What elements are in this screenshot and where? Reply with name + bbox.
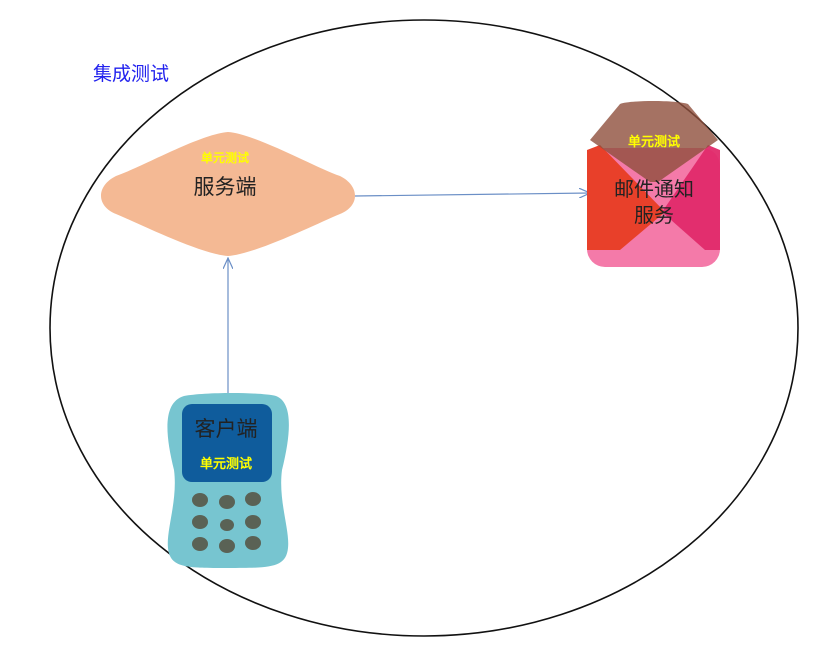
server-label: 服务端 (194, 175, 257, 199)
mail-unit-test-tag: 单元测试 (628, 134, 680, 150)
keypad-key (219, 539, 235, 553)
keypad-key (192, 515, 208, 529)
client-label: 客户端 (195, 417, 258, 441)
integration-test-title: 集成测试 (93, 63, 169, 85)
keypad-key (245, 536, 261, 550)
mail-envelope-right (662, 145, 720, 250)
server-to-mail-arrow (354, 193, 590, 196)
keypad-key (219, 495, 235, 509)
keypad-key (245, 492, 261, 506)
client-node: 客户端 单元测试 (167, 393, 289, 568)
mail-service-label-line1: 邮件通知 (614, 177, 694, 201)
client-screen (182, 404, 272, 482)
keypad-key (220, 519, 234, 531)
mail-service-label-line2: 服务 (634, 203, 674, 227)
mail-service-node: 单元测试 邮件通知 服务 (587, 101, 720, 267)
mail-envelope-left (587, 145, 665, 250)
client-keypad (192, 492, 261, 553)
keypad-key (192, 493, 208, 507)
client-unit-test-tag: 单元测试 (200, 456, 252, 472)
server-unit-test-tag: 单元测试 (201, 150, 249, 165)
server-node: 单元测试 服务端 (101, 132, 355, 256)
keypad-key (245, 515, 261, 529)
mail-envelope-flap (590, 101, 718, 182)
keypad-key (192, 537, 208, 551)
server-diamond-shape (101, 132, 355, 256)
integration-boundary-ellipse (49, 19, 799, 637)
